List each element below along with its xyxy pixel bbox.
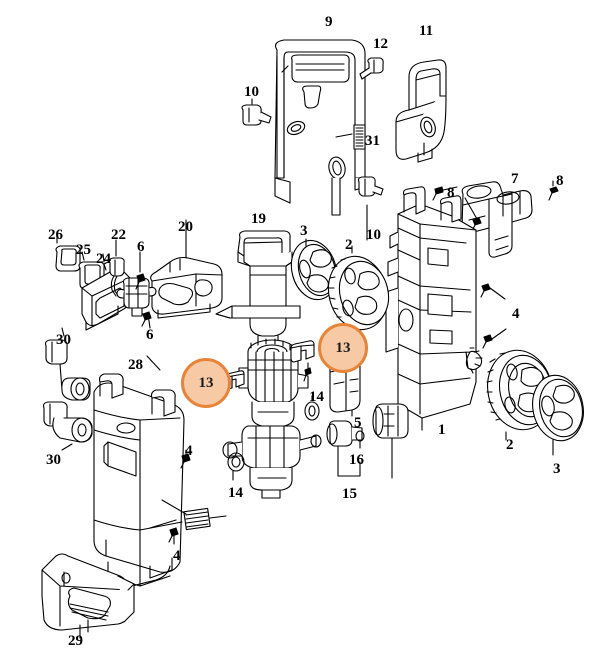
part-label: 1	[438, 422, 446, 438]
part-label: 14	[228, 485, 243, 501]
part-label: 6	[146, 327, 154, 343]
part-clip-10b	[357, 176, 384, 241]
part-oring-14b	[227, 452, 245, 481]
part-label: 3	[553, 461, 561, 477]
part-lever-22	[108, 239, 125, 298]
part-hubcap-3b	[290, 238, 338, 301]
part-label: 8	[556, 173, 564, 189]
part-switch-block	[116, 277, 157, 317]
part-screw-small	[303, 362, 312, 382]
part-screw-8a	[548, 180, 559, 201]
part-screw-8b	[432, 186, 458, 201]
part-tank-19	[215, 230, 301, 347]
part-vent-grille	[161, 499, 227, 531]
part-label: 11	[419, 23, 434, 39]
part-label: 3	[300, 223, 308, 239]
part-label: 30	[56, 332, 71, 348]
part-hubcap-3	[532, 374, 584, 456]
part-screw-4a	[480, 283, 506, 300]
part-label: 4	[512, 306, 520, 322]
part-fitting-coupler	[372, 403, 409, 479]
part-label: 19	[251, 211, 266, 227]
part-clip-10a	[241, 98, 272, 126]
part-handle-grip-11	[395, 59, 447, 163]
part-label: 24	[96, 251, 111, 267]
part-label: 6	[137, 239, 145, 255]
part-screw-6a	[135, 251, 146, 290]
part-label: 4	[185, 443, 193, 459]
part-oring-16	[355, 430, 365, 449]
part-label: 4	[173, 548, 181, 564]
part-clip-12	[359, 57, 384, 80]
part-label: 29	[68, 633, 83, 649]
part-label: 5	[354, 415, 362, 431]
part-handle-frame	[274, 39, 366, 216]
part-screw-6b	[141, 311, 152, 329]
part-cover-20	[150, 219, 223, 319]
part-label: 2	[345, 237, 353, 253]
part-label: 9	[325, 14, 333, 30]
part-housing-28	[93, 355, 185, 589]
highlight-callout-13-right[interactable]: 13	[318, 323, 368, 373]
part-label: 22	[111, 227, 126, 243]
part-label: 15	[342, 486, 357, 502]
part-label: 2	[506, 437, 514, 453]
part-label: 14	[309, 389, 324, 405]
part-bracket-7	[461, 181, 533, 258]
part-label: 26	[48, 227, 63, 243]
part-base-29	[41, 553, 135, 639]
part-clip-13b	[290, 340, 315, 363]
part-connector-30b	[42, 401, 93, 451]
part-label-sticker	[335, 124, 366, 150]
part-label: 10	[366, 227, 381, 243]
part-label: 7	[511, 171, 519, 187]
part-connector-30a	[44, 327, 91, 401]
part-label: 20	[178, 219, 193, 235]
part-label: 28	[128, 357, 143, 373]
part-label: 25	[76, 242, 91, 258]
part-label: 8	[447, 185, 455, 201]
part-label: 30	[46, 452, 61, 468]
part-screw-8c	[464, 197, 482, 232]
part-fitting-15	[326, 420, 363, 477]
part-label: 16	[349, 452, 364, 468]
part-label: 31	[365, 133, 380, 149]
part-screw-4b	[482, 328, 507, 349]
highlight-callout-13-left[interactable]: 13	[181, 358, 231, 408]
part-screw-4d	[168, 527, 179, 545]
part-oring-14a	[304, 395, 320, 421]
part-motor-pump	[222, 338, 322, 499]
part-label: 10	[244, 84, 259, 100]
part-chassis-1	[385, 186, 483, 431]
part-screw-4c	[180, 449, 191, 469]
part-wheel-2b	[327, 245, 390, 331]
part-label: 12	[373, 36, 388, 52]
